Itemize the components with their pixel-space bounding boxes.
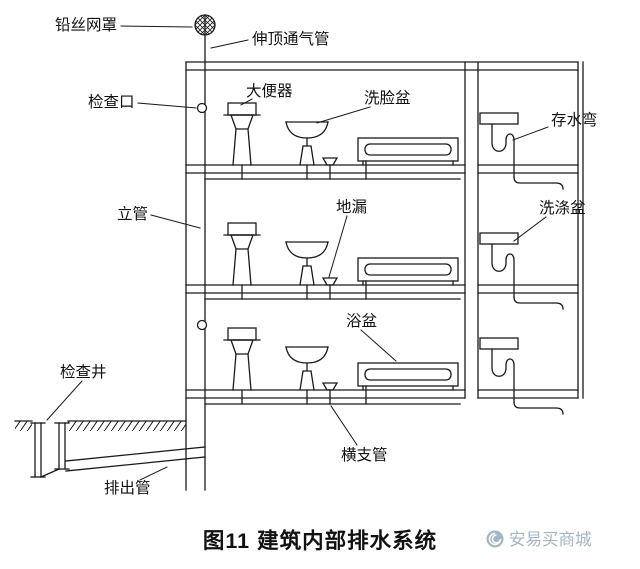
- leader-toilet: [240, 98, 253, 106]
- inspection-opening-upper: [196, 102, 208, 114]
- label-sink: 洗涤盆: [539, 199, 586, 217]
- leader-washbasin: [316, 106, 371, 124]
- leader-mesh-cover: [120, 25, 193, 28]
- floor-2-fixtures: [185, 222, 579, 310]
- diagram-labels: 铅丝网罩 伸顶通气管 检查口 大便器 洗脸盆 存水弯 立管 地漏 洗涤盆 浴盆 …: [55, 16, 598, 497]
- inspection-opening-lower: [196, 319, 208, 331]
- label-inspection-opening: 检查口: [88, 93, 135, 111]
- leader-riser: [150, 214, 201, 229]
- label-trap: 存水弯: [551, 111, 598, 129]
- leader-vent-pipe: [210, 39, 249, 49]
- label-discharge-pipe: 排出管: [104, 479, 151, 497]
- diagram-drawing: [14, 14, 584, 491]
- label-toilet: 大便器: [246, 82, 293, 100]
- floor-1-fixtures: [185, 102, 579, 190]
- watermark-logo-icon: [486, 530, 504, 548]
- leader-sink: [513, 216, 547, 242]
- leader-discharge-pipe: [139, 466, 168, 481]
- floor-3-fixtures: [185, 327, 579, 415]
- vent-mesh-cap: [194, 14, 216, 36]
- label-branch-pipe: 横支管: [341, 446, 388, 464]
- leader-inspection-opening: [137, 102, 197, 109]
- discharge-pipe-run: [65, 446, 206, 472]
- label-floor-drain: 地漏: [336, 198, 367, 216]
- label-riser: 立管: [117, 205, 148, 223]
- figure-caption: 图11 建筑内部排水系统: [203, 528, 437, 553]
- label-washbasin: 洗脸盆: [364, 89, 411, 107]
- label-bathtub: 浴盆: [346, 312, 378, 330]
- leader-floor-drain: [328, 215, 348, 278]
- leader-lines: [46, 25, 549, 481]
- leader-trap: [512, 126, 549, 141]
- label-inspection-well: 检查井: [60, 363, 107, 381]
- leader-branch-pipe: [330, 405, 358, 446]
- building-structure: [185, 61, 584, 491]
- watermark: 安易买商城: [486, 530, 592, 549]
- ground-hatch: [14, 420, 187, 431]
- watermark-text: 安易买商城: [509, 530, 592, 549]
- leader-bathtub: [360, 329, 397, 362]
- label-mesh-cover: 铅丝网罩: [55, 16, 117, 34]
- label-vent-pipe: 伸顶通气管: [252, 30, 330, 48]
- inspection-well: [30, 422, 70, 478]
- leader-inspection-well: [46, 380, 83, 421]
